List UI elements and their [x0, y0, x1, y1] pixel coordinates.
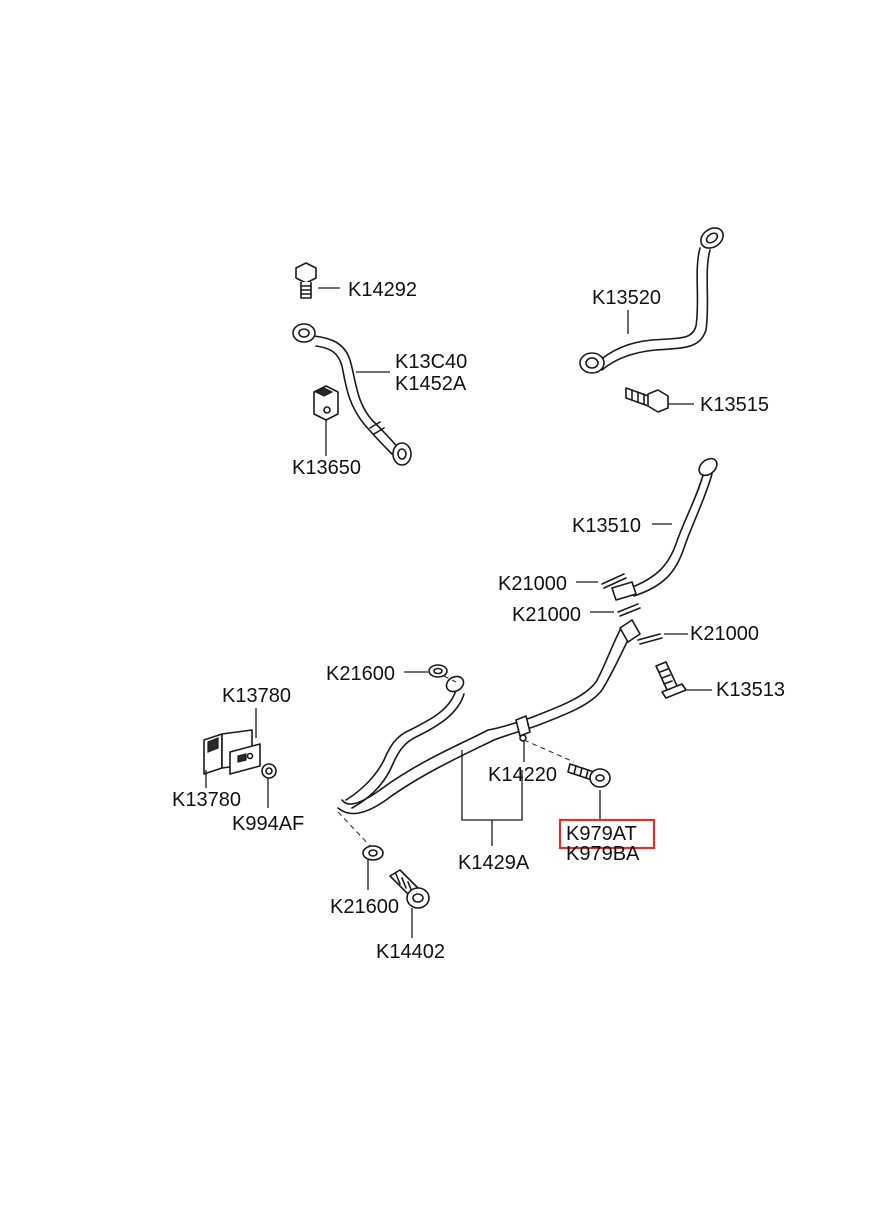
label-k13520: K13520 [592, 287, 661, 309]
label-k21000-a: K21000 [498, 573, 567, 595]
seal-k21000-b [617, 603, 641, 617]
label-k14220: K14220 [488, 764, 557, 786]
label-k21000-c: K21000 [690, 623, 759, 645]
clamp-k13780 [203, 729, 261, 775]
label-k21600-bottom: K21600 [330, 896, 399, 918]
label-k13780-bottom: K13780 [172, 789, 241, 811]
label-k13515: K13515 [700, 394, 769, 416]
pipe-k13c40 [292, 323, 412, 466]
bolt-k14292 [295, 262, 317, 299]
assembly-line-bolt [523, 739, 575, 763]
assembly-line-top-washer [443, 675, 457, 683]
label-k14402: K14402 [376, 941, 445, 963]
label-k13780-top: K13780 [222, 685, 291, 707]
assembly-line-washer [337, 811, 373, 849]
seal-k21000-c [637, 633, 663, 645]
bolt-k13515 [625, 387, 669, 413]
pipe-k13510 [611, 457, 718, 601]
label-k994af: K994AF [232, 813, 304, 835]
washer-k21600-top [428, 664, 448, 678]
bolt-k14402 [389, 869, 430, 909]
label-k21000-b: K21000 [512, 604, 581, 626]
pipe-k1429a [337, 619, 641, 815]
nut-k994af [261, 763, 277, 779]
seal-k21000-a [601, 573, 627, 589]
label-k13510: K13510 [572, 515, 641, 537]
label-k1429a: K1429A [458, 852, 530, 874]
bolt-k13513 [655, 661, 687, 699]
bolt-k979at [567, 763, 611, 788]
label-k13c40: K13C40 [395, 351, 467, 373]
clip-k13650 [313, 385, 339, 421]
label-k13650: K13650 [292, 457, 361, 479]
label-k13513: K13513 [716, 679, 785, 701]
washer-k21600-bottom [362, 845, 384, 861]
label-k979ba: K979BA [566, 843, 640, 865]
pipe-k13520 [579, 227, 724, 374]
label-k979at: K979AT [566, 823, 637, 845]
label-k1452a: K1452A [395, 373, 467, 395]
highlight-box-k979at [558, 818, 656, 850]
label-k21600-top: K21600 [326, 663, 395, 685]
label-k14292: K14292 [348, 279, 417, 301]
